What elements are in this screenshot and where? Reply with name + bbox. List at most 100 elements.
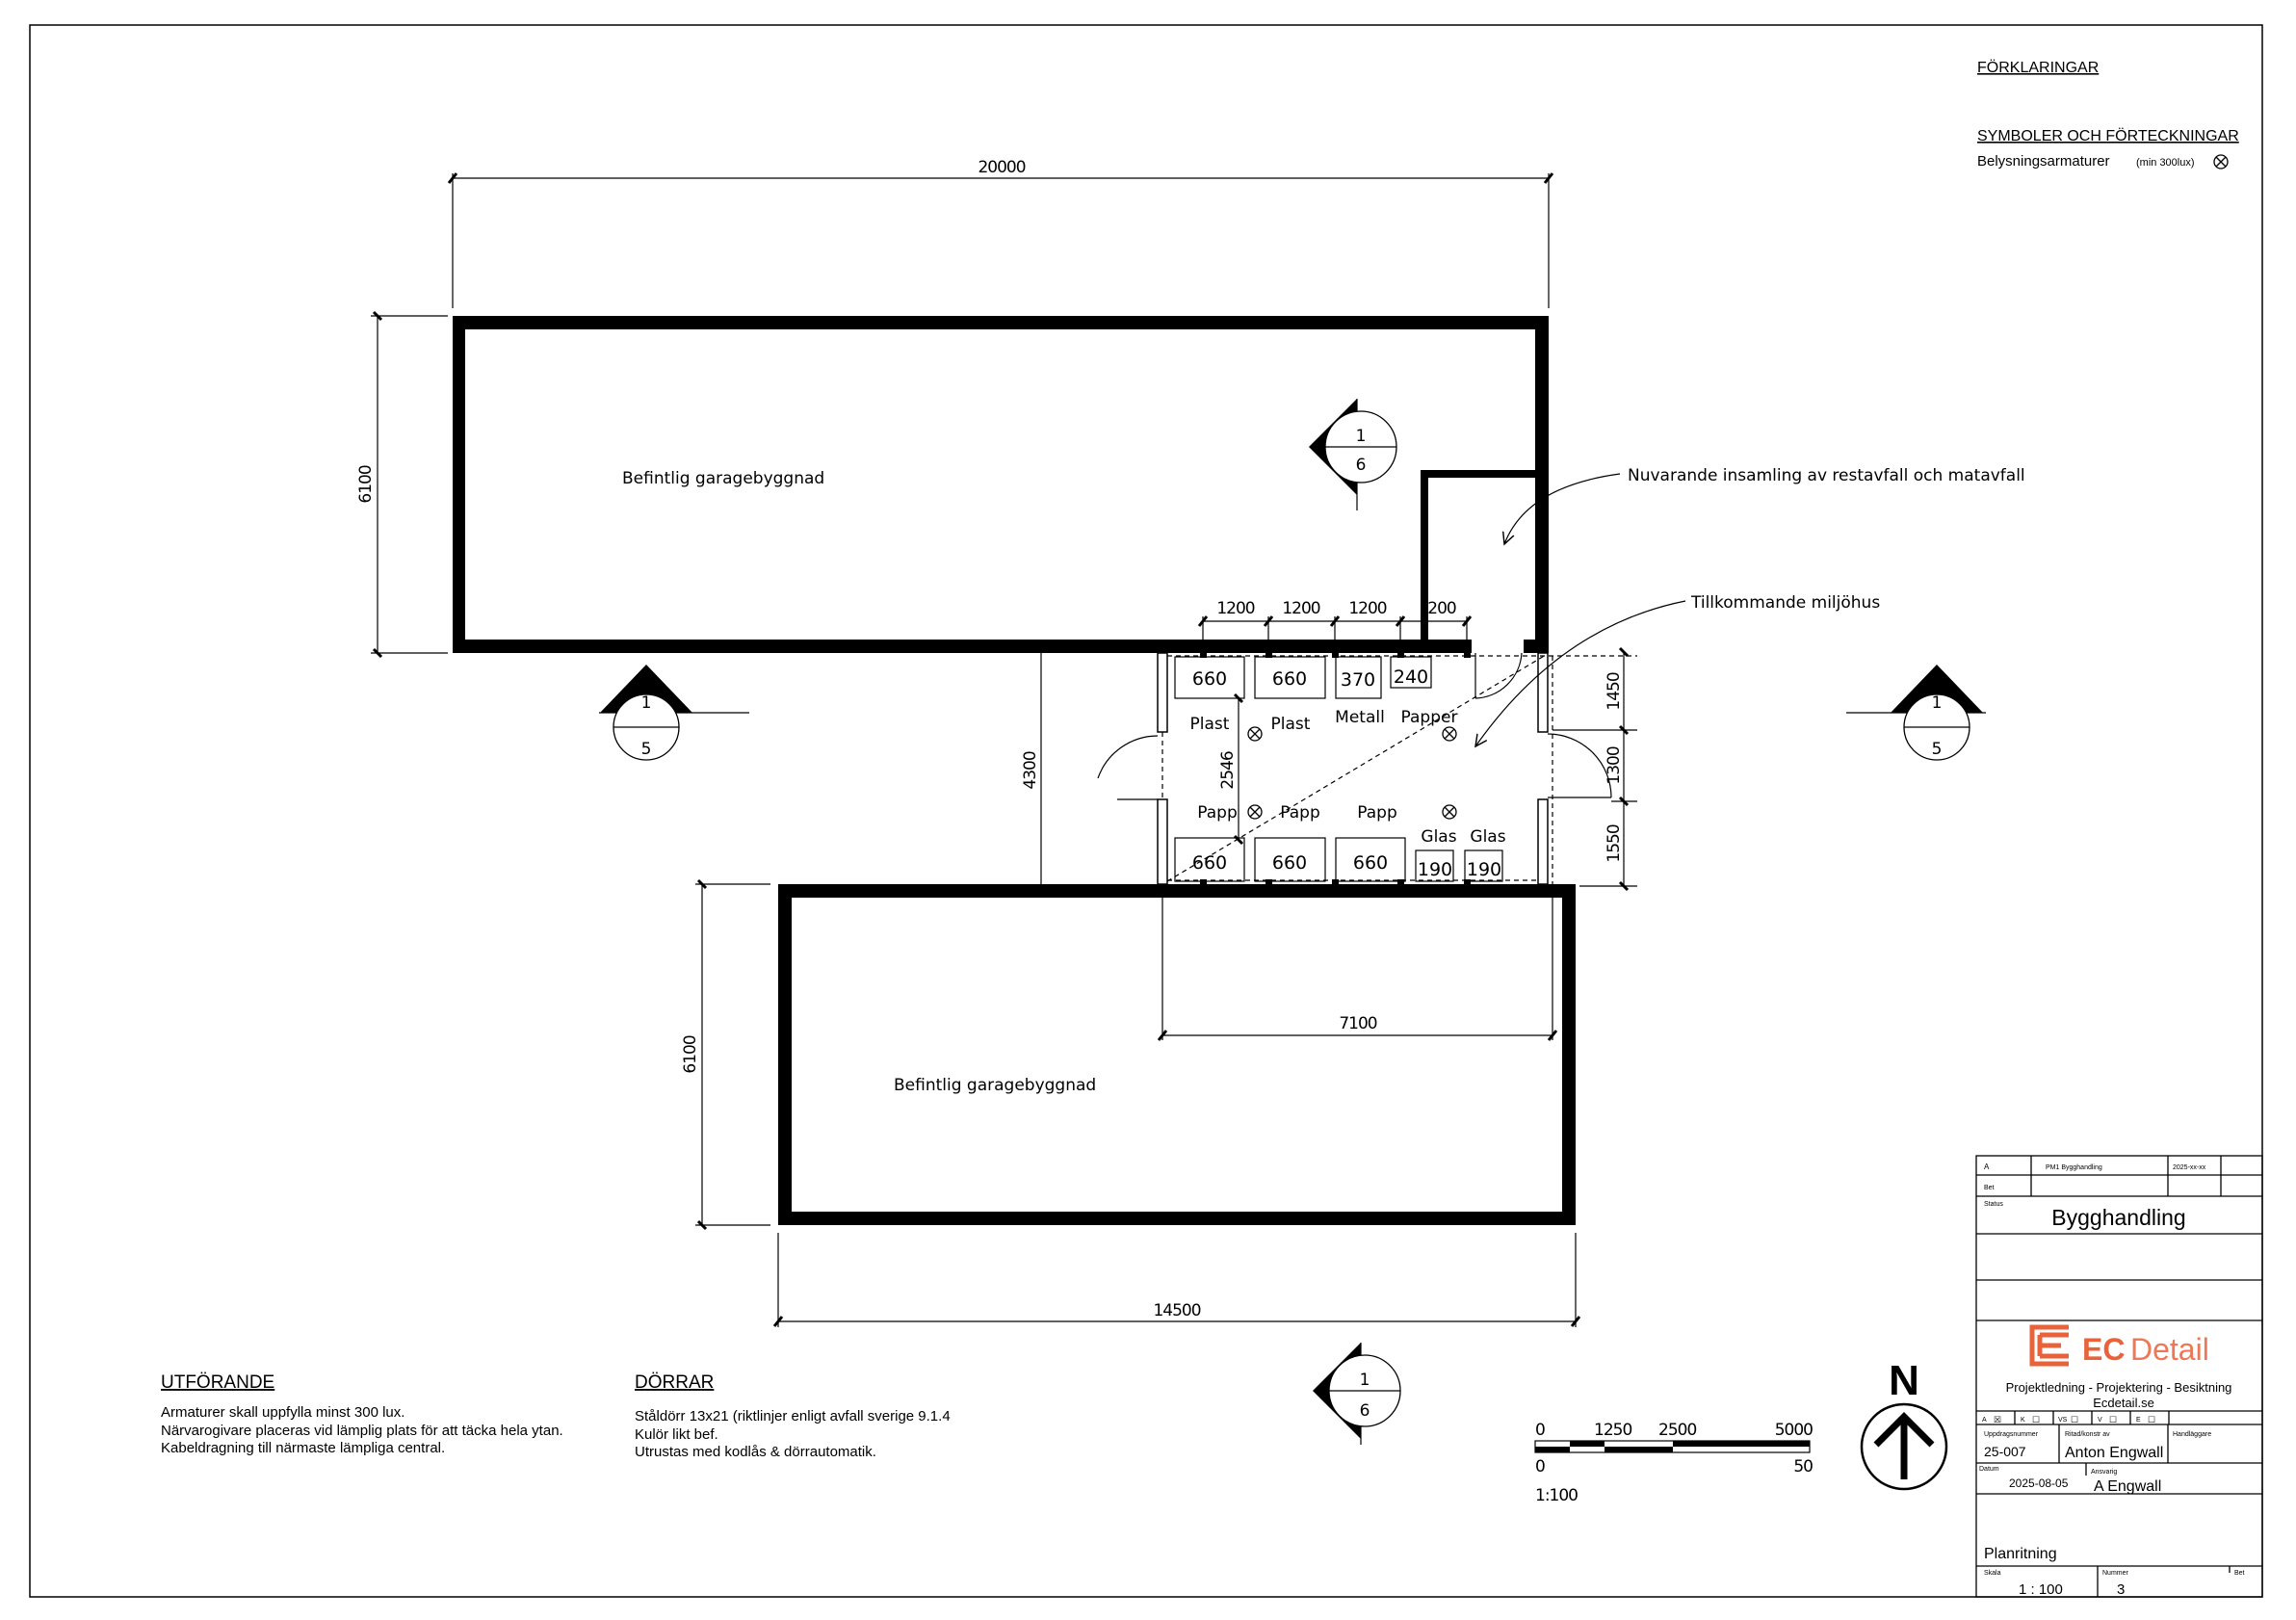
building-top-label: Befintlig garagebyggnad — [622, 469, 824, 488]
plan-sections-left-top: 1 — [641, 693, 652, 713]
status: Bygghandling — [2051, 1205, 2185, 1230]
notes-dorrar-lines-0: Ståldörr 13x21 (riktlinjer enligt avfall… — [635, 1408, 951, 1424]
annotations: Nuvarande insamling av restavfall och ma… — [1475, 466, 2025, 746]
plan-dims-bay3: 1200 — [1348, 599, 1386, 618]
responsible: A Engwall — [2094, 1478, 2161, 1495]
title-block-disciplines-2-code: VS — [2058, 1417, 2068, 1424]
sheet-frame — [29, 24, 2263, 1598]
title-block-bet-label: Bet — [1984, 1185, 1995, 1191]
plan-bins-bottom-2-type: Papp — [1357, 803, 1397, 823]
drawn-by: Anton Engwall — [2065, 1445, 2163, 1461]
section-marker-upper: 1 6 — [1309, 399, 1397, 510]
plan-bins-bottom-4-size: 190 — [1467, 859, 1501, 880]
plan-bins-bottom-1-size: 660 — [1272, 852, 1307, 874]
title-block-logo-bold: EC — [2082, 1332, 2125, 1367]
existing-collection-note: Nuvarande insamling av restavfall och ma… — [1628, 466, 2025, 485]
title-block-bet2-label: Bet — [2234, 1570, 2245, 1577]
plan-dims-inner-depth: 2546 — [1218, 751, 1238, 789]
section-marker-right: 1 5 — [1846, 665, 1986, 761]
plan-bins-top-2-type: Metall — [1335, 708, 1385, 727]
building-bottom: Befintlig garagebyggnad — [778, 884, 1576, 1225]
plan-bins-bottom-2-size: 660 — [1353, 852, 1388, 874]
plan-dims-bay1: 1200 — [1216, 599, 1254, 618]
checkbox-e: ☐ — [2148, 1415, 2155, 1424]
title-block-status-label: Status — [1984, 1201, 2003, 1208]
plan-sections-upper-bottom: 6 — [1356, 456, 1367, 475]
light-fixture-icon — [1247, 726, 1263, 742]
rev-desc: PM1 Bygghandling — [2046, 1164, 2102, 1171]
light-fixture-icon — [1442, 726, 1457, 742]
plan-dims-bottom-height: 6100 — [681, 1035, 700, 1073]
scale-bar-bottom-right: 50 — [1793, 1457, 1813, 1476]
bin-bottom-2: 660 Papp — [1254, 803, 1326, 882]
plan-dims-bottom-width: 14500 — [1153, 1301, 1200, 1320]
assignment-number: 25-007 — [1984, 1444, 2026, 1459]
drawing-number: 3 — [2117, 1581, 2125, 1598]
north-arrow: N — [1860, 1357, 1948, 1491]
dimensions: 20000 6100 1200 1200 1200 200 2546 1450 … — [356, 158, 1637, 1327]
plan-dims-top-height: 6100 — [356, 465, 376, 503]
plan-dims-bay4: 200 — [1427, 599, 1456, 618]
title-block-drawn-label: Ritad/konstr av — [2065, 1431, 2110, 1438]
plan-bins-bottom-0-size: 660 — [1192, 852, 1227, 874]
plan-bins-bottom-1-type: Papp — [1280, 803, 1320, 823]
section-marker-lower: 1 6 — [1313, 1343, 1401, 1445]
plan-bins-bottom-3-size: 190 — [1418, 859, 1452, 880]
plan-dims-right2: 1300 — [1605, 746, 1624, 784]
title-block-disciplines-0-code: A — [1982, 1417, 1987, 1424]
plan-sections-lower-bottom: 6 — [1360, 1401, 1370, 1421]
title-block-disciplines-1-code: K — [2021, 1417, 2025, 1424]
checkbox-a: ☒ — [1994, 1415, 2001, 1424]
lighting-note: (min 300lux) — [2136, 157, 2195, 169]
scale-bar-top-labels-3: 5000 — [1775, 1421, 1813, 1440]
scale-value: 1 : 100 — [2019, 1581, 2063, 1598]
symbols-heading: SYMBOLER OCH FÖRTECKNINGAR — [1977, 127, 2239, 144]
bin-bottom-1: 660 Papp — [1174, 803, 1245, 882]
section-marker-left: 1 5 — [599, 665, 749, 761]
title-block-logo-light: Detail — [2130, 1332, 2209, 1367]
plan-bins-bottom-0-type: Papp — [1197, 803, 1238, 823]
door-top — [1474, 652, 1523, 699]
plan-sections-left-bottom: 5 — [641, 740, 652, 759]
title-block: A PM1 Bygghandling 2025-xx-xx Bet Status… — [1975, 1155, 2263, 1598]
title-block-responsible-label: Ansvarig — [2091, 1469, 2117, 1476]
plan-dims-top-width: 20000 — [978, 158, 1025, 177]
lighting-label: Belysningsarmaturer — [1977, 153, 2110, 170]
notes-dorrar-lines-1: Kulör likt bef. — [635, 1426, 718, 1443]
plan-bins-top-2-size: 370 — [1341, 669, 1375, 691]
arrow-icon — [1504, 473, 1621, 544]
notes-utforande-lines-2: Kabeldragning till närmaste lämpliga cen… — [161, 1440, 445, 1456]
scale-bar-scale: 1:100 — [1535, 1486, 1578, 1505]
notes-dorrar: DÖRRAR Ståldörr 13x21 (riktlinjer enligt… — [635, 1372, 951, 1460]
notes-utforande-lines-1: Närvarogivare placeras vid lämplig plats… — [161, 1423, 563, 1439]
title-block-number-label: Nummer — [2102, 1570, 2129, 1577]
scale-bar-top-labels-2: 2500 — [1658, 1421, 1696, 1440]
plan-dims-right1: 1450 — [1605, 672, 1624, 710]
plan-bins-top-1-type: Plast — [1271, 715, 1311, 734]
website: Ecdetail.se — [2093, 1396, 2154, 1410]
plan-bins-top-0-size: 660 — [1192, 668, 1227, 690]
checkbox-vs: ☐ — [2071, 1415, 2078, 1424]
plan-sections-right-top: 1 — [1932, 693, 1943, 713]
title-block-handler-label: Handläggare — [2173, 1431, 2211, 1438]
plan-sections-upper-top: 1 — [1356, 427, 1367, 446]
legend-heading: FÖRKLARINGAR — [1977, 59, 2099, 76]
plan-dims-right3: 1550 — [1605, 824, 1624, 862]
ec-detail-logo: EC Detail — [2029, 1324, 2209, 1367]
building-top: Befintlig garagebyggnad — [453, 316, 1549, 653]
checkbox-k: ☐ — [2032, 1415, 2040, 1424]
plan-sections-lower-top: 1 — [1360, 1371, 1370, 1390]
door-right — [1547, 733, 1612, 798]
bin-bottom-3: 660 Papp — [1335, 803, 1406, 882]
scale-bar-bottom-left: 0 — [1535, 1457, 1545, 1476]
plan-bins-top-0-type: Plast — [1190, 715, 1230, 734]
plan-dims-bottom-inner: 7100 — [1339, 1014, 1376, 1033]
title-block-assignment-label: Uppdragsnummer — [1984, 1431, 2039, 1438]
plan-dims-bay2: 1200 — [1282, 599, 1319, 618]
